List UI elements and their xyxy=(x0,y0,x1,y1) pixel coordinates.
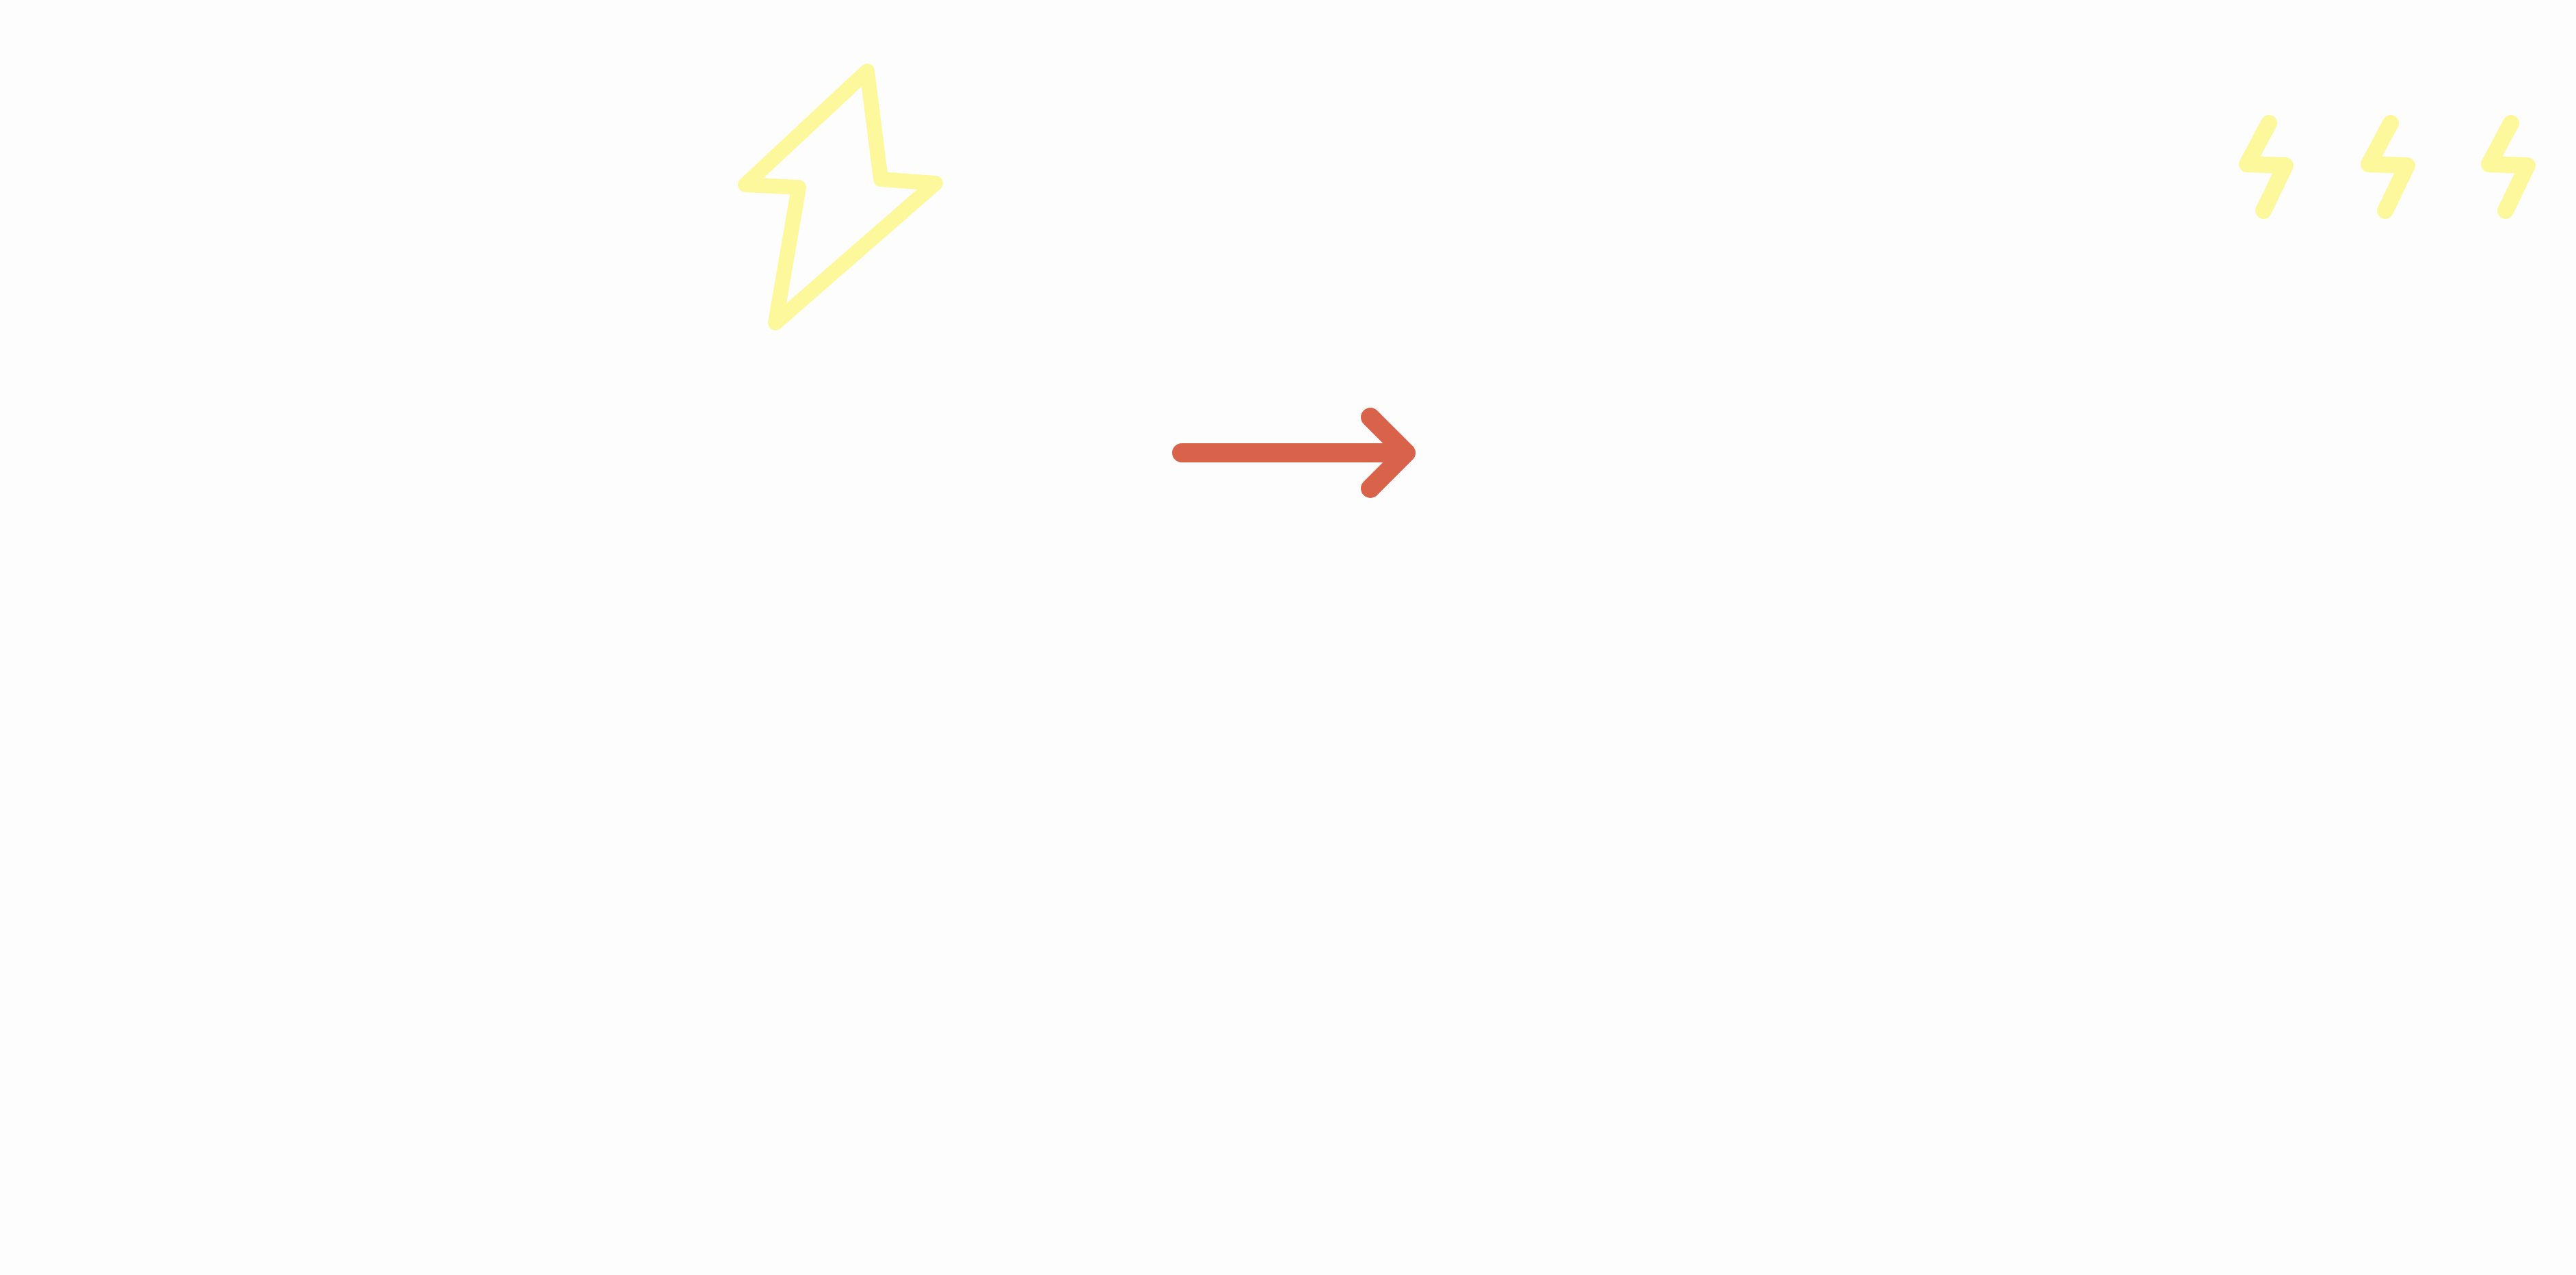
lightning-bolt-icon xyxy=(738,64,943,330)
small-bolts-group xyxy=(2239,115,2536,219)
arrow-right-icon xyxy=(1172,408,1416,498)
lightning-bolt-icon xyxy=(2481,115,2536,219)
lightning-bolt-icon xyxy=(2361,115,2415,219)
lightning-bolt-icon xyxy=(2239,115,2294,219)
